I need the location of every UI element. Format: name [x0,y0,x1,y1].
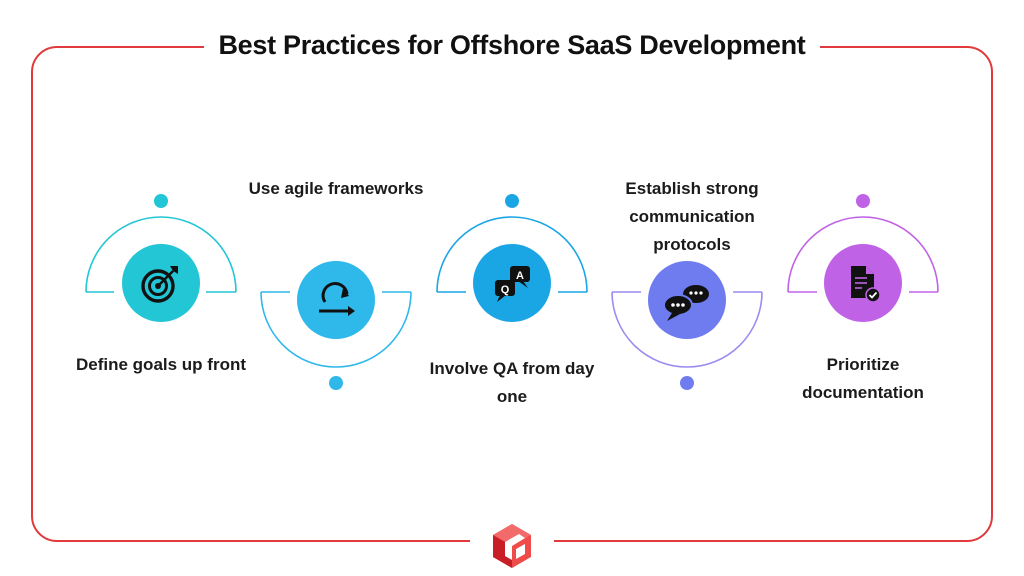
step-2-dot [329,376,343,390]
title-wrap: Best Practices for Offshore SaaS Develop… [0,26,1024,64]
document-check-icon [851,266,881,303]
logo-wrap [470,520,554,568]
page-title: Best Practices for Offshore SaaS Develop… [204,26,820,64]
step-2-label: Use agile frameworks [248,179,424,198]
step-5-arc [787,216,939,293]
cube-logo-icon [493,524,531,568]
step-4 [611,261,763,390]
step-3-dot [505,194,519,208]
step-1-label: Define goals up front [76,355,246,374]
agile-cycle-icon [319,282,355,316]
step-5-dot [856,194,870,208]
step-2-arc [260,291,412,368]
step-4-label: Establish strong communication protocols [625,179,759,254]
step-4-arc [611,291,763,368]
step-2-circle [297,261,375,339]
step-3-arc [436,216,588,293]
qa-chat-icon: A Q [495,266,530,302]
step-1-dot [154,194,168,208]
step-3: A Q [436,194,588,322]
step-3-label: Involve QA from day one [429,359,595,406]
svg-text:Q: Q [501,284,510,296]
svg-text:A: A [516,270,524,282]
step-5 [787,194,939,322]
step-4-dot [680,376,694,390]
target-icon [141,266,178,303]
step-1 [85,194,237,322]
step-2 [260,261,412,390]
step-1-arc [85,216,237,293]
chat-bubbles-icon [663,285,709,321]
step-5-label: Prioritize documentation [802,355,924,402]
